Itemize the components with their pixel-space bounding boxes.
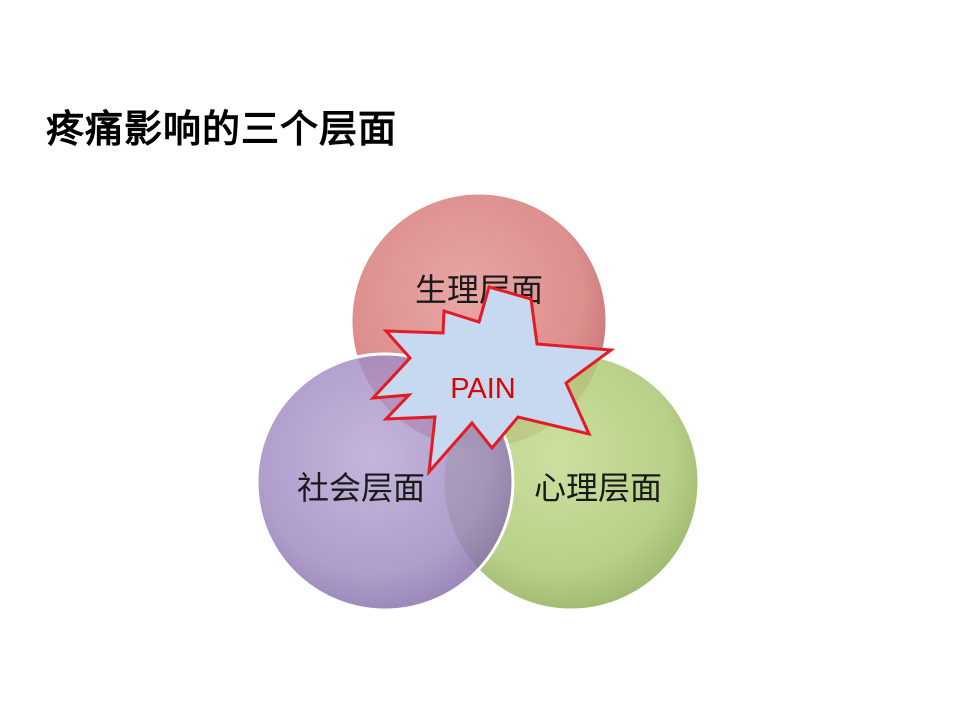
social-label: 社会层面 bbox=[297, 469, 425, 507]
pain-label: PAIN bbox=[450, 373, 516, 405]
slide-title: 疼痛影响的三个层面 bbox=[46, 107, 398, 151]
psychological-label: 心理层面 bbox=[534, 469, 662, 507]
pain-starburst bbox=[369, 285, 616, 477]
